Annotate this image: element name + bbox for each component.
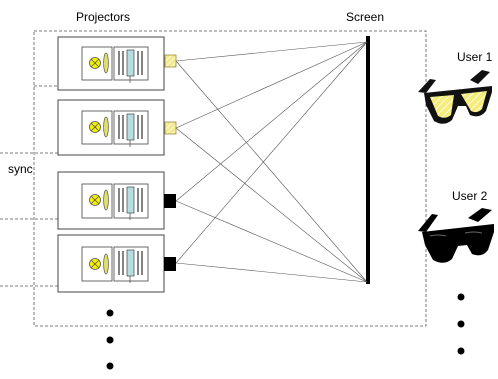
shutter-filter <box>164 257 176 271</box>
screen-label: Screen <box>346 10 384 24</box>
projector-2 <box>57 99 177 156</box>
user2-label: User 2 <box>452 189 488 203</box>
lens-icon <box>103 189 109 211</box>
shutter-filter <box>164 194 176 208</box>
user1-label: User 1 <box>457 50 493 64</box>
user2-glasses-icon <box>418 208 494 263</box>
sync-label: sync <box>8 162 33 176</box>
sync-lines <box>0 85 58 287</box>
polarizing-filter <box>164 121 177 135</box>
projector-1 <box>57 36 177 91</box>
more-projectors-ellipsis <box>106 309 114 370</box>
system-enclosure <box>33 30 427 327</box>
lens-icon <box>103 116 109 138</box>
lcd-panel <box>126 249 135 277</box>
projector-3 <box>57 171 176 230</box>
lcd-panel <box>126 49 135 77</box>
lcd-panel <box>126 186 135 214</box>
lens-icon <box>103 52 109 74</box>
lens-icon <box>103 253 109 275</box>
projectors-label: Projectors <box>76 10 130 24</box>
polarizing-filter <box>164 54 177 68</box>
lcd-panel <box>126 113 135 141</box>
more-users-ellipsis <box>457 293 465 355</box>
projector-4 <box>57 234 176 293</box>
light-rays <box>175 41 368 283</box>
user1-glasses-icon <box>418 70 492 124</box>
